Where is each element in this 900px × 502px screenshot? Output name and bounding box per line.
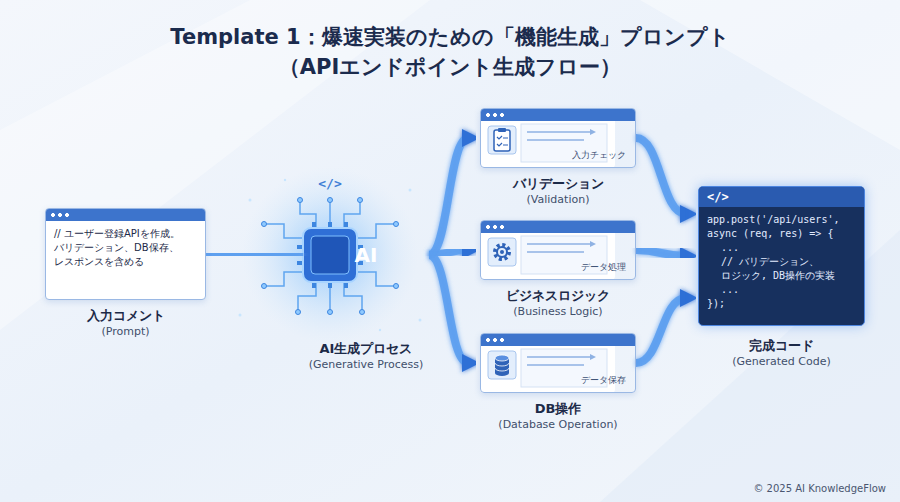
node-caption: 入力コメント(Prompt): [41, 307, 211, 339]
process-card: DB操作(Database Operation)データ保存: [480, 333, 636, 393]
node-caption: バリデーション(Validation): [473, 175, 643, 207]
code-window: 完成コード(Generated Code)</>app.post('/api/u…: [698, 186, 865, 326]
caption-subtitle: (Validation): [473, 192, 643, 207]
code-line: async (req, res) => {: [699, 227, 864, 241]
flow-connector: [206, 254, 303, 255]
flow-connector: [429, 138, 468, 255]
caption-subtitle: (Database Operation): [473, 417, 643, 432]
chip-label: AI: [355, 243, 378, 267]
flow-connector: [429, 255, 468, 363]
code-line: app.post('/api/users',: [699, 213, 864, 227]
code-header: </>: [699, 187, 864, 207]
code-line: ...: [699, 241, 864, 255]
node-caption: 完成コード(Generated Code): [697, 337, 867, 369]
ai-chip: [297, 222, 363, 288]
caption-title: 完成コード: [697, 337, 867, 354]
caption-title: AI生成プロセス: [271, 340, 461, 357]
caption-subtitle: (Prompt): [41, 324, 211, 339]
diagram-title: Template 1：爆速実装のための「機能生成」プロンプト （APIエンドポイ…: [50, 22, 850, 83]
code-line: // バリデーション、: [699, 255, 864, 269]
card-note: データ保存: [581, 374, 626, 387]
code-line: ...: [699, 283, 864, 297]
ai-chip-box: AI生成プロセス(Generative Process)AI: [303, 228, 429, 282]
node-caption: AI生成プロセス(Generative Process): [271, 340, 461, 372]
caption-title: DB操作: [473, 400, 643, 417]
caption-title: 入力コメント: [41, 307, 211, 324]
card-note: データ処理: [581, 261, 626, 274]
caption-title: ビジネスロジック: [473, 287, 643, 304]
code-line: ロジック, DB操作の実装: [699, 269, 864, 283]
caption-title: バリデーション: [473, 175, 643, 192]
code-line: });: [699, 297, 864, 311]
process-card: ビジネスロジック(Business Logic)データ処理: [480, 220, 636, 280]
node-caption: ビジネスロジック(Business Logic): [473, 287, 643, 319]
background-shape: [640, 0, 900, 150]
caption-subtitle: (Business Logic): [473, 304, 643, 319]
flow-connector: [636, 250, 686, 256]
process-card: バリデーション(Validation)入力チェック: [480, 108, 636, 168]
code-symbol: </>: [318, 176, 341, 191]
caption-subtitle: (Generative Process): [271, 357, 461, 372]
flow-connector: [636, 138, 686, 214]
card-note: 入力チェック: [572, 149, 626, 162]
caption-subtitle: (Generated Code): [697, 354, 867, 369]
node-caption: DB操作(Database Operation): [473, 400, 643, 432]
prompt-window: 入力コメント(Prompt)// ユーザー登録APIを作成。 バリデーション、D…: [45, 208, 206, 300]
prompt-comment: // ユーザー登録APIを作成。 バリデーション、DB保存、 レスポンスを含める: [54, 227, 197, 269]
copyright: © 2025 AI KnowledgeFlow: [753, 483, 886, 494]
flow-connector: [636, 298, 686, 363]
